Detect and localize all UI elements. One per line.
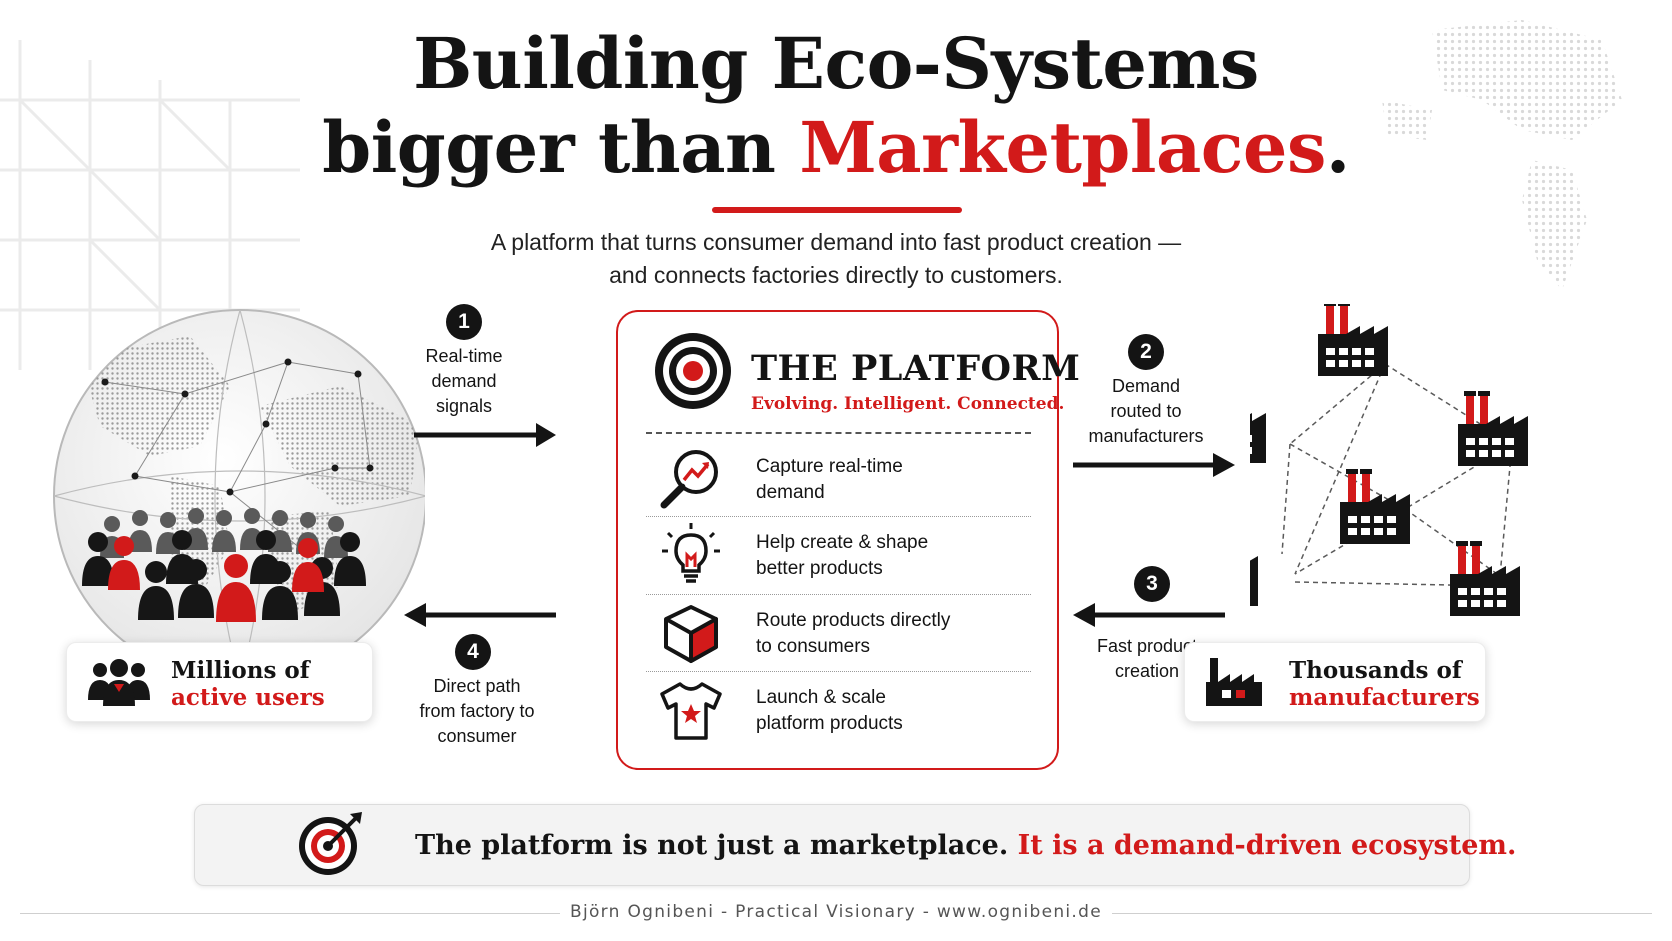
platform-tagline: Evolving. Intelligent. Connected. bbox=[751, 394, 1065, 414]
title-underline bbox=[712, 207, 962, 213]
step-2-badge: 2 bbox=[1128, 334, 1164, 370]
title-period: . bbox=[1325, 106, 1350, 189]
statement-box bbox=[194, 804, 1470, 886]
manufacturers-stat-line-1: Thousands of bbox=[1289, 657, 1462, 684]
page-title: Building Eco-Systems bigger than Marketp… bbox=[0, 22, 1672, 190]
step-4-label: Direct path from factory to consumer bbox=[407, 674, 547, 749]
feature-capture-demand: Capture real-time demand bbox=[756, 454, 903, 506]
step-3-label: Fast product creation bbox=[1082, 634, 1212, 684]
step-1-label-line-2: demand bbox=[431, 371, 497, 391]
platform-title: THE PLATFORM bbox=[751, 348, 1081, 389]
feature-3-line-2: to consumers bbox=[756, 636, 871, 657]
feature-launch-scale: Launch & scale platform products bbox=[756, 685, 903, 737]
subtitle-line-1: A platform that turns consumer demand in… bbox=[490, 229, 1182, 255]
feature-4-line-2: platform products bbox=[756, 713, 903, 734]
arrow-right-to-platform bbox=[414, 423, 556, 447]
step-1-label-line-1: Real-time bbox=[425, 346, 503, 366]
step-3-badge: 3 bbox=[1134, 566, 1170, 602]
factory-network-illustration bbox=[1250, 304, 1528, 616]
step-1-label-line-3: signals bbox=[435, 396, 493, 416]
step-3-label-line-1: Fast product bbox=[1096, 636, 1198, 656]
step-1-badge: 1 bbox=[446, 304, 482, 340]
step-2-label: Demand routed to manufacturers bbox=[1071, 374, 1221, 449]
crowd-people bbox=[82, 508, 366, 622]
feature-divider bbox=[646, 516, 1031, 517]
arrow-left-to-platform bbox=[1073, 603, 1225, 627]
feature-route-products: Route products directly to consumers bbox=[756, 608, 950, 660]
feature-3-line-1: Route products directly bbox=[756, 610, 951, 631]
users-stat-line-2: active users bbox=[171, 684, 325, 711]
title-line-1: Building Eco-Systems bbox=[413, 22, 1259, 105]
feature-1-line-2: demand bbox=[756, 482, 825, 503]
arrow-left-to-users bbox=[404, 603, 556, 627]
background-world-map bbox=[1382, 20, 1622, 290]
factory-icon bbox=[1206, 658, 1262, 706]
title-line-2-prefix: bigger than bbox=[322, 106, 800, 189]
statement-prefix: The platform is not just a marketplace. bbox=[415, 830, 1018, 861]
box-icon bbox=[664, 605, 718, 663]
step-2-label-line-2: routed to bbox=[1110, 401, 1182, 421]
target-icon bbox=[655, 333, 731, 409]
step-3-label-line-2: creation bbox=[1114, 661, 1180, 681]
manufacturers-stat-line-2: manufacturers bbox=[1289, 684, 1480, 711]
feature-1-line-1: Capture real-time bbox=[756, 456, 903, 477]
arrow-right-to-manufacturers bbox=[1073, 453, 1235, 477]
statement-highlight: It is a demand-driven ecosystem. bbox=[1017, 830, 1517, 861]
step-1-label: Real-time demand signals bbox=[404, 344, 524, 419]
users-stat-line-1: Millions of bbox=[171, 657, 310, 684]
globe-crowd-illustration bbox=[53, 309, 425, 681]
background-building-illustration bbox=[0, 40, 300, 370]
feature-create-products: Help create & shape better products bbox=[756, 530, 928, 582]
feature-2-line-1: Help create & shape bbox=[756, 532, 929, 553]
feature-2-line-2: better products bbox=[756, 558, 883, 579]
step-4-label-line-3: consumer bbox=[437, 726, 517, 746]
step-4-badge: 4 bbox=[455, 634, 491, 670]
statement-text: The platform is not just a marketplace. … bbox=[415, 829, 1516, 863]
lightbulb-icon bbox=[662, 523, 720, 583]
feature-4-line-1: Launch & scale bbox=[756, 687, 886, 708]
step-4-label-line-2: from factory to bbox=[419, 701, 535, 721]
users-group-icon bbox=[88, 659, 150, 706]
credit-divider-left bbox=[20, 913, 560, 914]
magnifier-chart-icon bbox=[660, 450, 718, 509]
subtitle-line-2: and connects factories directly to custo… bbox=[609, 262, 1063, 288]
step-4-label-line-1: Direct path bbox=[433, 676, 521, 696]
credit-line: Björn Ognibeni - Practical Visionary - w… bbox=[570, 902, 1102, 922]
feature-divider bbox=[646, 594, 1031, 595]
credit-divider-right bbox=[1112, 913, 1652, 914]
step-2-label-line-3: manufacturers bbox=[1088, 426, 1204, 446]
subtitle: A platform that turns consumer demand in… bbox=[0, 226, 1672, 292]
title-highlight: Marketplaces bbox=[799, 106, 1326, 189]
step-2-label-line-1: Demand bbox=[1111, 376, 1181, 396]
target-arrow-icon bbox=[299, 812, 362, 875]
title-line-2: bigger than Marketplaces. bbox=[0, 106, 1672, 190]
tshirt-icon bbox=[660, 682, 722, 740]
feature-divider bbox=[646, 671, 1031, 672]
platform-divider bbox=[646, 432, 1031, 434]
